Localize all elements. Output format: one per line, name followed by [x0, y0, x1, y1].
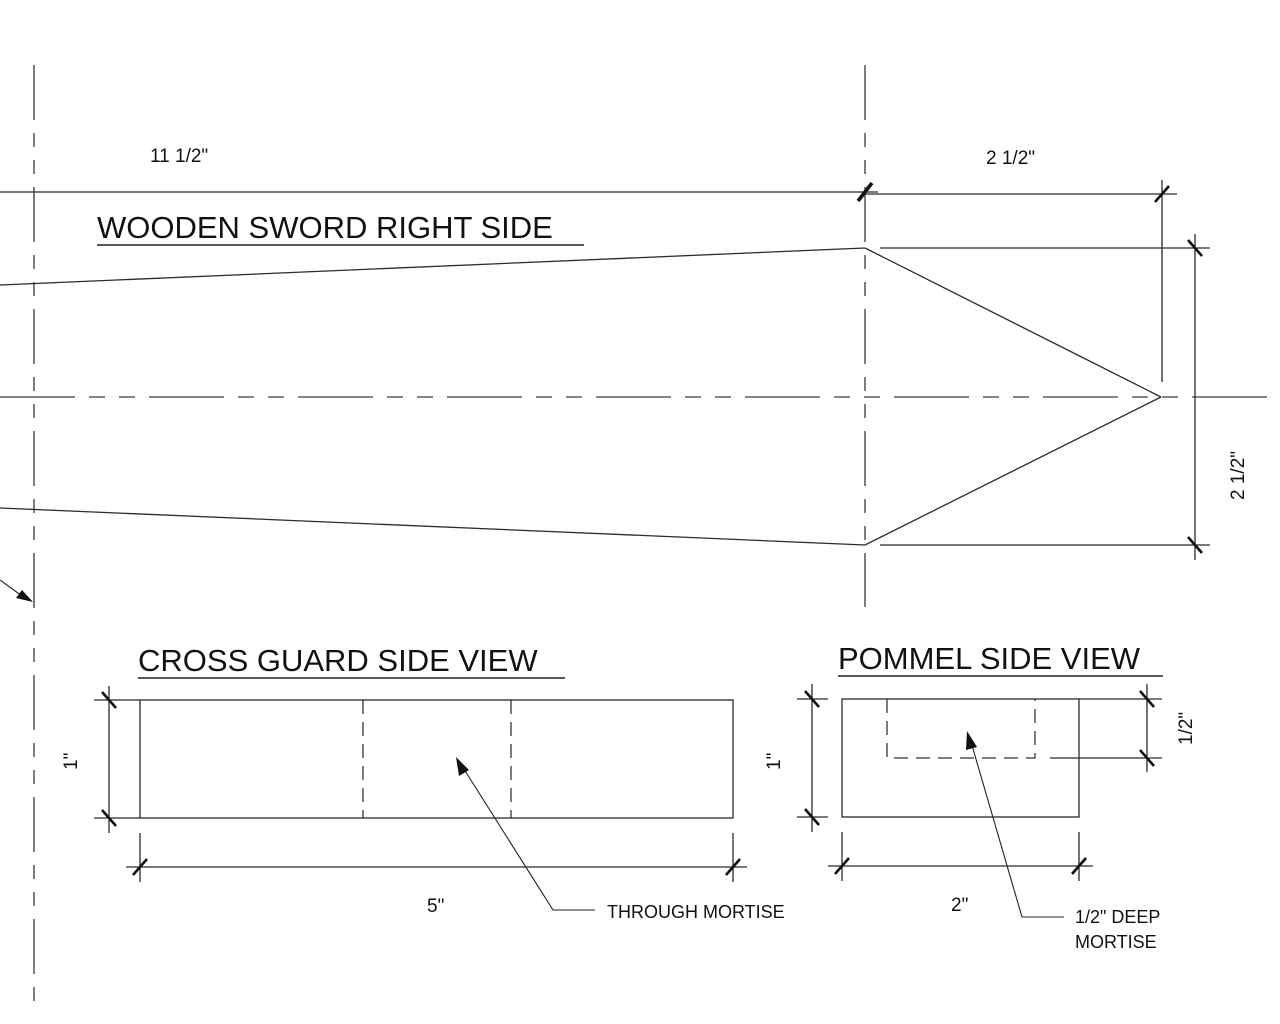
deep-mortise-leader — [970, 741, 1064, 918]
blade-width-label: 2 1/2" — [1228, 451, 1249, 500]
mortise-depth-label: 1/2" — [1176, 712, 1197, 745]
dimension-tick — [834, 857, 850, 875]
dimension-tick — [1187, 239, 1203, 257]
sword-right-side-view: 11 1/2" 2 1/2" 2 1/2" WOODEN SWORD RIGHT… — [0, 65, 1280, 1012]
arrowhead-icon — [16, 590, 33, 602]
dimension-tick — [1154, 185, 1170, 203]
leader-line — [0, 579, 23, 597]
through-mortise-note: THROUGH MORTISE — [607, 902, 785, 922]
dimension-tick — [132, 858, 148, 876]
dimension-tick — [804, 808, 820, 826]
through-mortise-leader — [461, 765, 595, 911]
arrowhead-icon — [966, 731, 977, 750]
deep-mortise-note-line2: MORTISE — [1075, 932, 1157, 952]
arrowhead-icon — [456, 757, 469, 776]
sword-view-title: WOODEN SWORD RIGHT SIDE — [97, 210, 553, 245]
pommel-title: POMMEL SIDE VIEW — [838, 641, 1141, 676]
cross-guard-side-view: CROSS GUARD SIDE VIEW 1" 5" THROUGH MORT… — [61, 643, 785, 922]
blade-length-label: 11 1/2" — [150, 146, 208, 167]
dimension-tick — [1139, 690, 1155, 708]
tip-top-edge — [864, 247, 1162, 398]
dimension-tick — [1187, 536, 1203, 554]
tip-bottom-edge — [864, 396, 1162, 546]
dimension-tick — [804, 690, 820, 708]
cross-guard-title: CROSS GUARD SIDE VIEW — [138, 643, 538, 678]
dimension-tick — [101, 691, 117, 709]
deep-mortise-note-line1: 1/2" DEEP — [1075, 907, 1160, 927]
tip-length-label: 2 1/2" — [986, 148, 1035, 169]
cross-guard-length-label: 5" — [427, 896, 444, 917]
dimension-tick — [1071, 857, 1087, 875]
cross-guard-outline — [139, 699, 734, 819]
dimension-tick — [856, 181, 874, 203]
blade-top-edge — [0, 247, 866, 286]
pommel-mortise-hidden-line — [886, 699, 1036, 759]
dimension-tick — [1139, 749, 1155, 767]
dimension-tick — [101, 809, 117, 827]
dimension-tick — [725, 858, 741, 876]
pommel-height-label: 1" — [764, 753, 785, 770]
pommel-length-label: 2" — [951, 895, 968, 916]
blade-bottom-edge — [0, 507, 866, 546]
cross-guard-height-label: 1" — [61, 753, 82, 770]
pommel-side-view: POMMEL SIDE VIEW 1" 1/2" 2" 1/2" DEEP MO… — [764, 641, 1197, 952]
